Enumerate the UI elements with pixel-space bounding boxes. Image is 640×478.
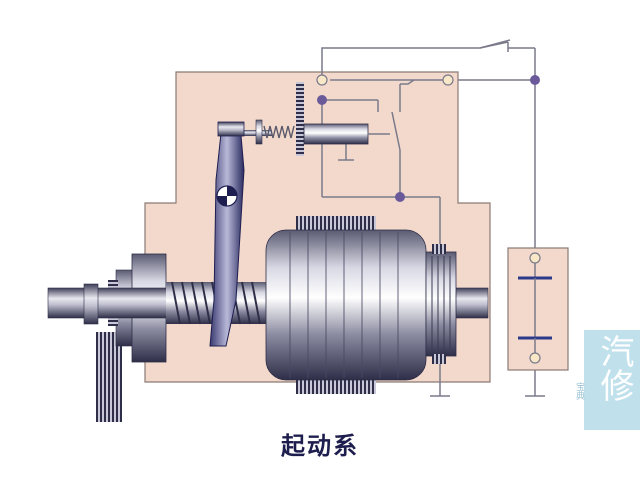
shift-fork xyxy=(209,121,245,347)
switch-icon xyxy=(479,39,511,52)
watermark-main: 汽修 xyxy=(594,334,634,402)
diagram-caption: 起动系 xyxy=(281,431,359,460)
watermark-sub: 宝典 xyxy=(574,382,584,400)
spring-icon xyxy=(263,125,295,139)
shaft-collar xyxy=(83,283,99,325)
watermark: 汽修 宝典 xyxy=(574,330,640,430)
solenoid xyxy=(232,82,390,156)
battery-icon xyxy=(507,247,569,371)
wire-terminals xyxy=(316,74,540,202)
wiring xyxy=(321,41,545,397)
gear-icon xyxy=(96,253,167,422)
armature xyxy=(265,216,427,394)
commutator xyxy=(425,244,457,364)
pivot-icon xyxy=(216,185,238,207)
